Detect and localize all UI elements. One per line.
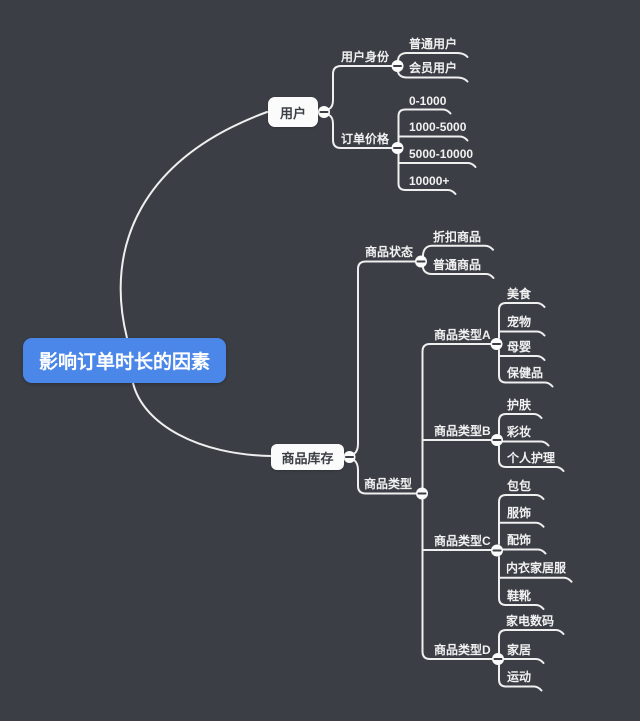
topic-home[interactable]: 家居 — [507, 643, 532, 657]
topic-underwear-homewear[interactable]: 内衣家居服 — [506, 561, 567, 575]
topic-pets[interactable]: 宠物 — [507, 315, 532, 329]
collapse-button[interactable] — [492, 653, 504, 665]
topic-user-identity[interactable]: 用户身份 — [341, 50, 390, 64]
collapse-button[interactable] — [391, 142, 404, 154]
topic-personal-care[interactable]: 个人护理 — [507, 451, 556, 465]
topic-type-a[interactable]: 商品类型A — [434, 328, 491, 342]
topic-food[interactable]: 美食 — [507, 287, 532, 301]
topic-accessories[interactable]: 配饰 — [507, 533, 532, 547]
topic-normal-user[interactable]: 普通用户 — [409, 37, 458, 51]
topic-price-5000-10000[interactable]: 5000-10000 — [409, 147, 474, 161]
topic-sports[interactable]: 运动 — [507, 670, 532, 684]
topic-product-status[interactable]: 商品状态 — [365, 245, 414, 259]
topic-mother-baby[interactable]: 母婴 — [507, 340, 532, 354]
collapse-button[interactable] — [318, 106, 330, 118]
collapse-button[interactable] — [391, 60, 404, 72]
topic-appliances-digital[interactable]: 家电数码 — [506, 614, 555, 628]
topic-price-1000-5000[interactable]: 1000-5000 — [409, 120, 467, 134]
topic-makeup[interactable]: 彩妆 — [507, 425, 532, 439]
topic-skincare[interactable]: 护肤 — [507, 398, 532, 412]
topic-user[interactable]: 用户 — [268, 97, 318, 127]
collapse-button[interactable] — [490, 338, 503, 350]
topic-type-c[interactable]: 商品类型C — [434, 534, 491, 548]
topic-price-10000plus[interactable]: 10000+ — [409, 174, 450, 188]
topic-price-0-1000[interactable]: 0-1000 — [409, 94, 447, 108]
topic-type-d[interactable]: 商品类型D — [434, 643, 491, 657]
topic-bags[interactable]: 包包 — [507, 479, 532, 493]
topic-member-user[interactable]: 会员用户 — [409, 61, 458, 75]
topic-shoes[interactable]: 鞋靴 — [507, 589, 532, 603]
topic-product-type[interactable]: 商品类型 — [364, 477, 413, 491]
root-topic[interactable]: 影响订单时长的因素 — [23, 338, 226, 383]
edge-root-user — [119, 111, 268, 339]
topic-health[interactable]: 保健品 — [507, 366, 544, 380]
topic-stock[interactable]: 商品库存 — [271, 444, 344, 470]
collapse-button[interactable] — [415, 255, 427, 268]
topic-order-price[interactable]: 订单价格 — [341, 132, 390, 146]
collapse-button[interactable] — [491, 544, 503, 557]
topic-clothing[interactable]: 服饰 — [507, 506, 532, 520]
topic-normal-goods[interactable]: 普通商品 — [433, 258, 482, 272]
collapse-button[interactable] — [343, 451, 356, 463]
collapse-button[interactable] — [491, 434, 503, 446]
topic-discount-goods[interactable]: 折扣商品 — [433, 230, 482, 244]
edge-root-stock — [132, 382, 273, 457]
topic-type-b[interactable]: 商品类型B — [434, 424, 491, 438]
collapse-button[interactable] — [416, 487, 428, 500]
